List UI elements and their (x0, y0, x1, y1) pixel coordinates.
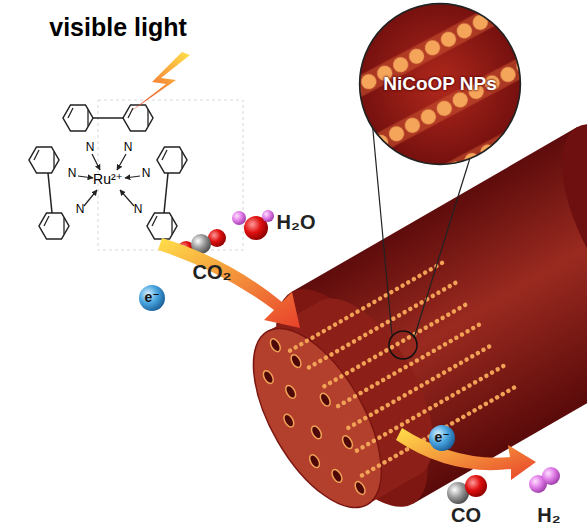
molecule-label: H₂ (537, 504, 560, 526)
atom-label: N (124, 141, 133, 154)
electron-label: e⁻ (144, 290, 159, 305)
metal-center: Ru²⁺ (93, 172, 123, 187)
atom-label: N (134, 203, 143, 216)
molecule-label: CO (451, 504, 481, 526)
molecule-label: CO₂ (193, 261, 232, 283)
node-title: NiCoOP NPs (358, 73, 522, 95)
electron-label: e⁻ (434, 430, 449, 445)
light-label: visible light (49, 14, 187, 42)
magnified-view: NiCoOP NPs (358, 2, 522, 166)
atom-label: N (86, 141, 95, 154)
atom-label: N (76, 203, 85, 216)
atom-label: N (142, 167, 151, 180)
atom-label: N (68, 167, 77, 180)
molecule-label: H₂O (277, 211, 316, 233)
